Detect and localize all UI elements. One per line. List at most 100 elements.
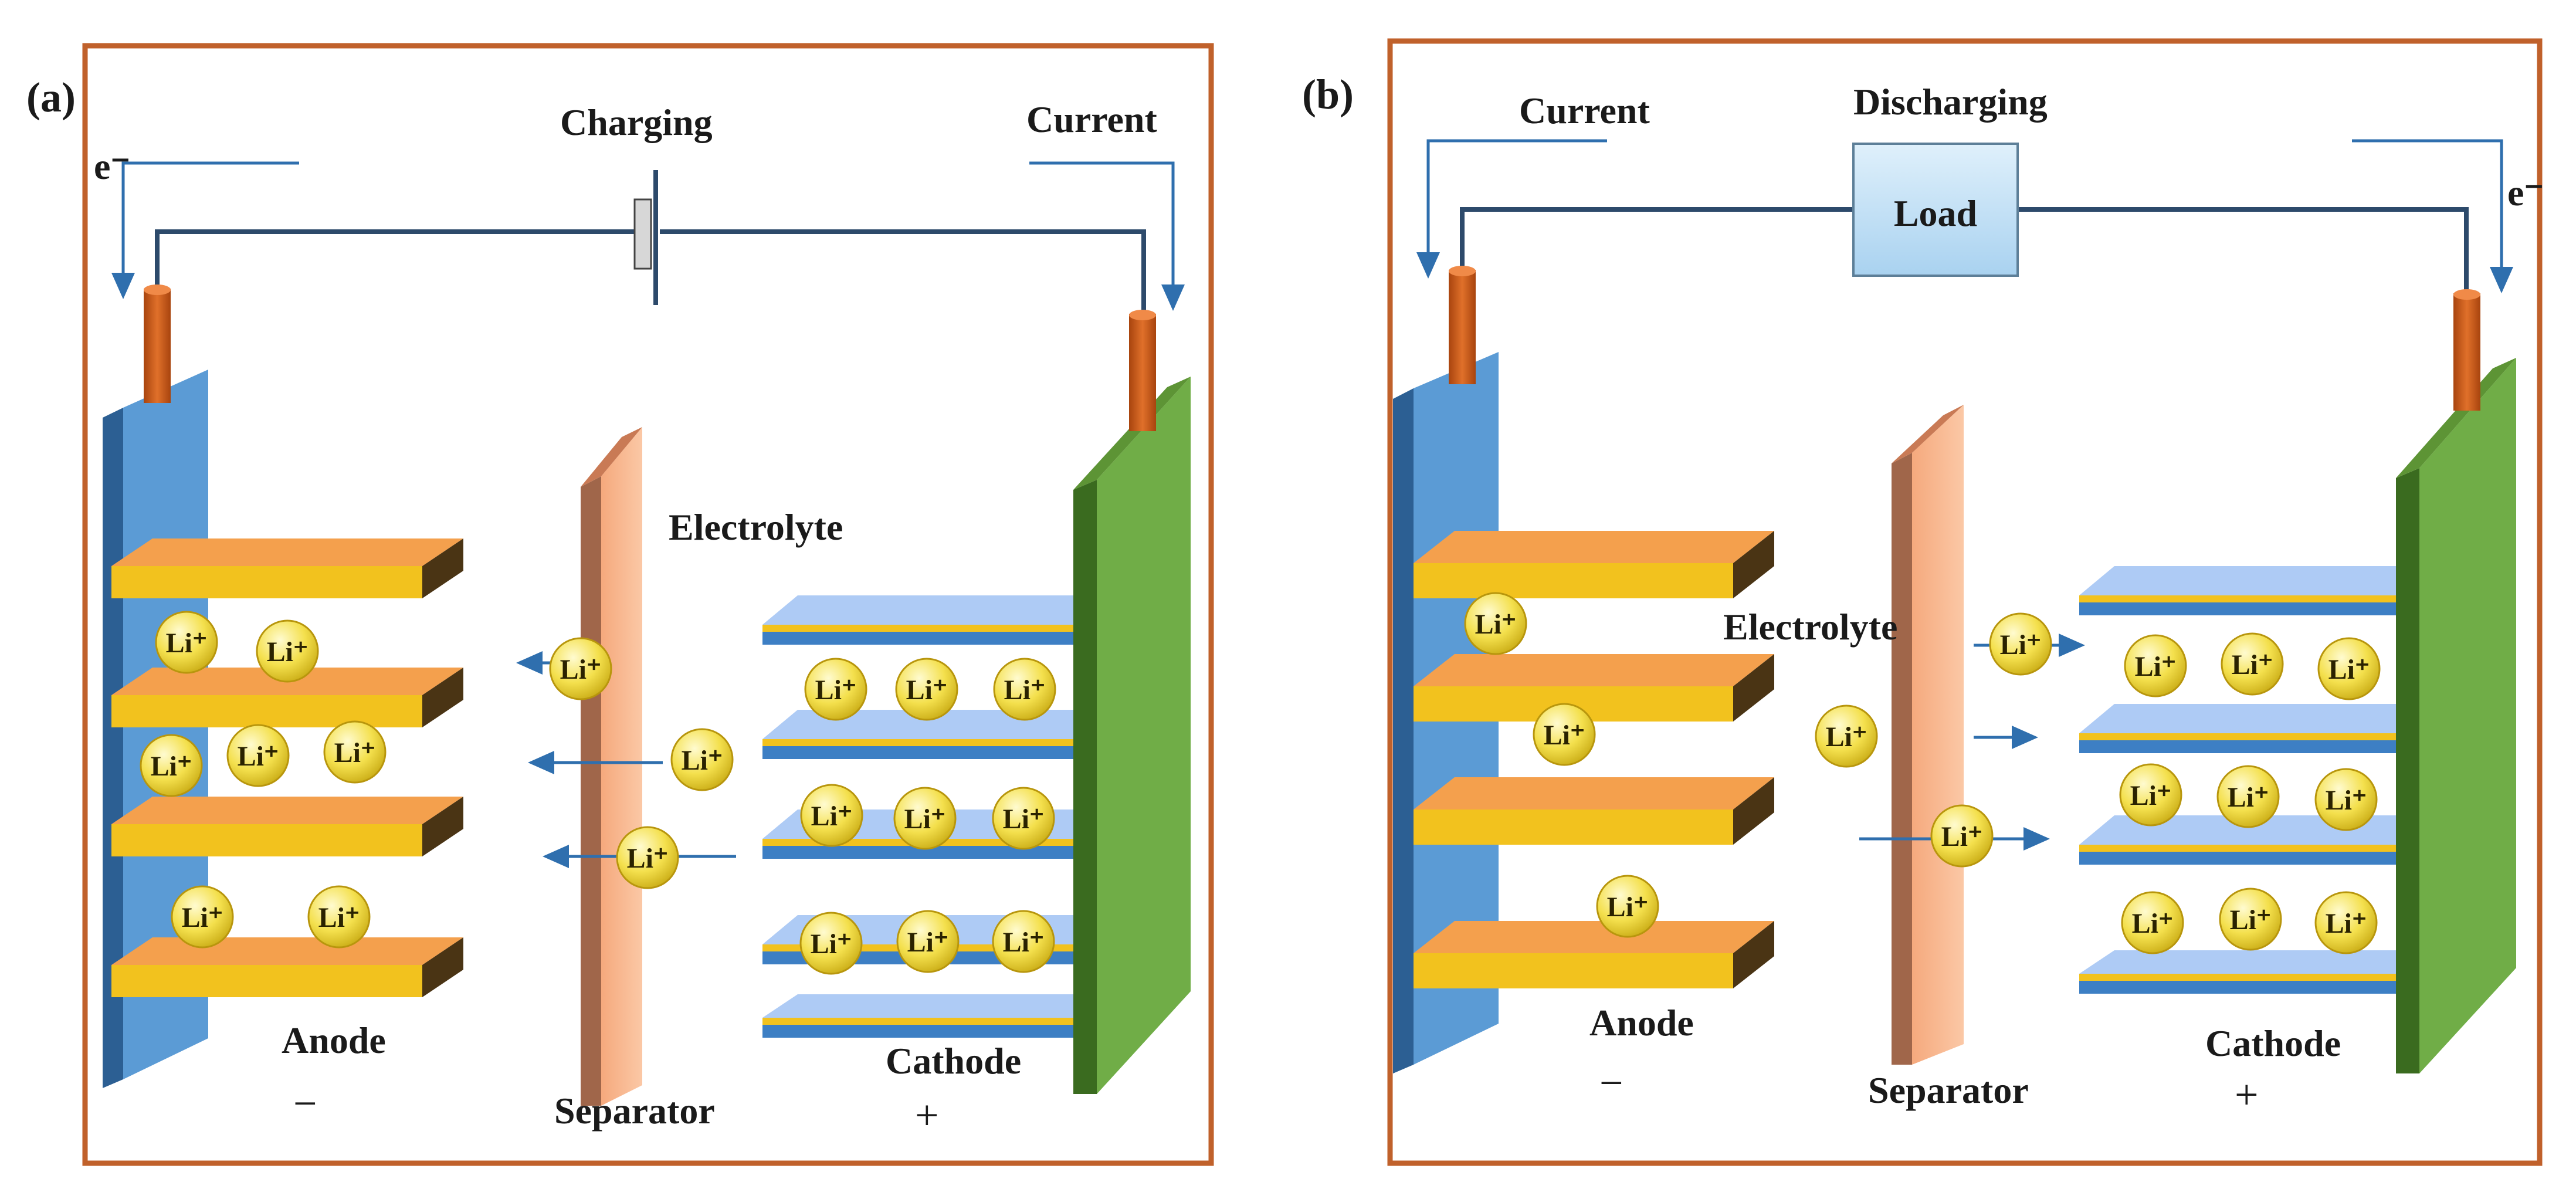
ion: Li⁺ — [992, 787, 1055, 850]
svg-text:Li⁺: Li⁺ — [1003, 804, 1045, 835]
svg-text:Li⁺: Li⁺ — [906, 675, 948, 706]
panel-a-electron-arrow — [111, 161, 299, 299]
panel-a-cathode-label: Cathode — [886, 1040, 1021, 1082]
ion: Li⁺ — [1464, 592, 1527, 655]
panel-b-cathode-plate — [2396, 358, 2516, 1073]
svg-text:Li⁺: Li⁺ — [1607, 892, 1649, 923]
panel-b: (b) Discharging Current e⁻ Load — [1302, 38, 2544, 1166]
ion: Li⁺ — [896, 910, 960, 973]
panel-a-separator — [581, 427, 642, 1106]
panel-b-current-label: Current — [1519, 90, 1650, 131]
panel-a-mode-title: Charging — [560, 101, 713, 143]
ion: Li⁺ — [2219, 888, 2282, 951]
ion: Li⁺ — [226, 724, 290, 787]
panel-b-anode-label: Anode — [1589, 1002, 1694, 1044]
panel-b-electron-arrow — [2352, 139, 2513, 293]
panel-a-battery-symbol — [633, 170, 658, 305]
svg-text:Li⁺: Li⁺ — [1826, 722, 1867, 753]
panel-a-current-arrow — [1029, 161, 1185, 311]
svg-text:Li⁺: Li⁺ — [1003, 927, 1045, 958]
ion: Li⁺ — [1989, 612, 2052, 676]
svg-text:Li⁺: Li⁺ — [2130, 780, 2172, 811]
panel-b-anode-layers — [1414, 531, 1774, 988]
panel-b-electrolyte-label: Electrolyte — [1723, 606, 1897, 648]
ion: Li⁺ — [155, 611, 218, 674]
panel-a-label: (a) — [26, 74, 76, 121]
panel-b-separator — [1892, 405, 1964, 1065]
panel-a-ions: Li⁺ Li⁺ Li⁺ Li⁺ Li⁺ Li⁺ Li⁺ Li⁺ Li⁺ Li⁺ … — [140, 611, 1056, 975]
ion: Li⁺ — [1930, 804, 1994, 868]
panel-a-anode-sign: − — [293, 1080, 317, 1127]
ion: Li⁺ — [2124, 634, 2187, 697]
svg-text:Li⁺: Li⁺ — [2326, 785, 2367, 816]
svg-text:Li⁺: Li⁺ — [151, 751, 192, 782]
svg-text:Li⁺: Li⁺ — [2132, 908, 2174, 939]
ion: Li⁺ — [616, 826, 679, 889]
svg-text:Li⁺: Li⁺ — [2135, 651, 2177, 682]
svg-text:Li⁺: Li⁺ — [627, 843, 669, 874]
svg-text:Li⁺: Li⁺ — [2000, 629, 2042, 661]
panel-a-cathode-terminal — [1129, 314, 1156, 431]
panel-b-label: (b) — [1302, 71, 1354, 118]
svg-text:Li⁺: Li⁺ — [2328, 654, 2370, 685]
ion: Li⁺ — [2119, 763, 2182, 827]
ion: Li⁺ — [1815, 705, 1878, 768]
svg-text:Li⁺: Li⁺ — [815, 675, 857, 706]
panel-b-electron-label: e⁻ — [2507, 172, 2544, 214]
panel-b-mode-title: Discharging — [1853, 81, 2048, 123]
panel-a-electrolyte-label: Electrolyte — [669, 506, 843, 548]
panel-b-load-box: Load — [1852, 143, 2019, 277]
svg-text:Li⁺: Li⁺ — [1544, 720, 1585, 751]
ion: Li⁺ — [2314, 891, 2378, 954]
svg-text:Li⁺: Li⁺ — [1475, 609, 1517, 640]
ion: Li⁺ — [549, 637, 612, 700]
svg-text:Li⁺: Li⁺ — [811, 929, 852, 960]
ion: Li⁺ — [993, 658, 1056, 721]
panel-b-wire — [1460, 207, 2469, 296]
svg-text:Li⁺: Li⁺ — [811, 801, 853, 832]
ion: Li⁺ — [307, 885, 371, 949]
ion: Li⁺ — [2216, 765, 2280, 828]
ion: Li⁺ — [2121, 891, 2184, 954]
panel-a-anode-label: Anode — [282, 1020, 386, 1061]
ion: Li⁺ — [670, 728, 734, 791]
panel-b-separator-label: Separator — [1868, 1069, 2029, 1111]
svg-text:Li⁺: Li⁺ — [2230, 905, 2272, 936]
ion: Li⁺ — [804, 658, 867, 721]
svg-text:Li⁺: Li⁺ — [318, 902, 360, 933]
ion: Li⁺ — [256, 619, 319, 683]
svg-text:Li⁺: Li⁺ — [1941, 821, 1983, 852]
svg-text:Li⁺: Li⁺ — [2228, 782, 2269, 813]
svg-text:Li⁺: Li⁺ — [560, 654, 602, 685]
svg-text:Li⁺: Li⁺ — [182, 902, 223, 933]
ion: Li⁺ — [1596, 875, 1659, 938]
panel-b-load-label: Load — [1894, 192, 1977, 234]
svg-text:Li⁺: Li⁺ — [907, 927, 949, 958]
svg-text:Li⁺: Li⁺ — [166, 628, 208, 659]
ion: Li⁺ — [895, 658, 958, 721]
ion: Li⁺ — [1533, 703, 1596, 766]
ion: Li⁺ — [2317, 637, 2381, 700]
ion: Li⁺ — [992, 910, 1055, 973]
panel-b-ions: Li⁺ Li⁺ Li⁺ Li⁺ Li⁺ Li⁺ Li⁺ Li⁺ Li⁺ Li⁺ … — [1464, 592, 2381, 954]
panel-b-current-arrow — [1416, 139, 1607, 279]
ion: Li⁺ — [171, 885, 234, 949]
svg-text:Li⁺: Li⁺ — [2232, 649, 2273, 680]
ion: Li⁺ — [323, 720, 387, 784]
svg-text:Li⁺: Li⁺ — [904, 804, 946, 835]
panel-b-cathode-sign: + — [2235, 1071, 2259, 1118]
panel-a-wire — [155, 229, 1146, 317]
ion: Li⁺ — [2221, 632, 2284, 696]
ion: Li⁺ — [2314, 768, 2378, 831]
panel-b-cathode-terminal — [2453, 293, 2480, 411]
panel-a-electron-label: e⁻ — [94, 145, 130, 187]
svg-text:Li⁺: Li⁺ — [267, 636, 309, 668]
svg-text:Li⁺: Li⁺ — [238, 741, 279, 772]
panel-a-separator-label: Separator — [554, 1090, 715, 1132]
panel-a-cathode-sign: + — [915, 1092, 939, 1139]
svg-text:Li⁺: Li⁺ — [334, 737, 376, 768]
panel-b-anode-sign: − — [1599, 1059, 1623, 1106]
ion: Li⁺ — [800, 784, 863, 847]
panel-a-cathode-plate — [1073, 377, 1191, 1094]
